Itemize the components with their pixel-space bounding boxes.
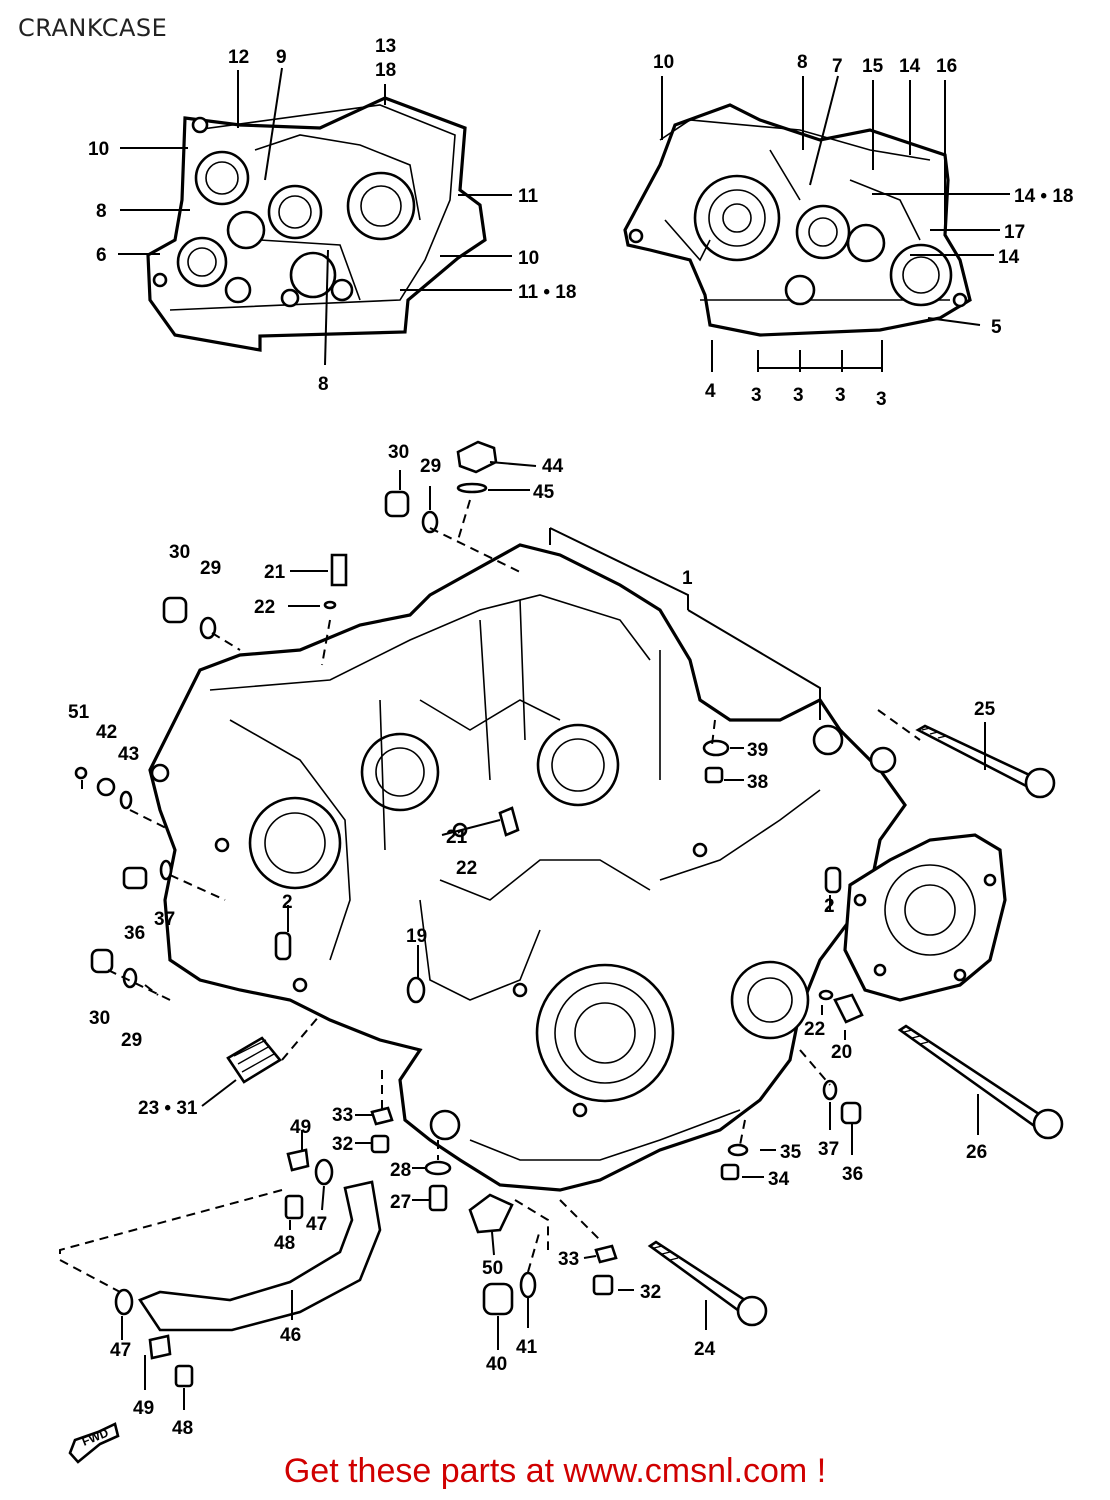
callout-label: 20 [831,1042,852,1063]
callout-label: 3 [751,385,762,406]
callout-label: 2 [824,896,835,917]
callout-label: 33 [558,1249,579,1270]
callout-label: 2 [282,892,293,913]
callout-label: 48 [172,1418,193,1439]
callout-label: 27 [390,1192,411,1213]
callout-label: 40 [486,1354,507,1375]
callout-label: 11 [518,186,539,207]
callout-label: 32 [332,1134,353,1155]
callout-label: 7 [832,56,843,77]
callout-label: 43 [118,744,139,765]
callout-label: 50 [482,1258,503,1279]
stud-bolt-26 [897,1024,1064,1140]
callout-label: 47 [110,1340,131,1361]
callout-label: 11 • 18 [518,282,576,303]
callout-label: 51 [68,702,90,723]
callout-label: 48 [274,1233,295,1254]
callout-label: 10 [518,248,539,269]
callout-label: 8 [96,201,107,222]
callout-label: 33 [332,1105,353,1126]
callout-label: 18 [375,60,396,81]
callout-label: 14 [899,56,921,77]
callout-label: 22 [254,597,275,618]
callout-label: 35 [780,1142,802,1163]
callout-label: 8 [318,374,329,395]
callout-label: 14 • 18 [1014,186,1073,207]
callout-labels: 12 9 13 18 10 8 6 11 10 11 • 18 8 10 8 7… [68,36,1073,1439]
callout-label: 1 [682,568,693,589]
callout-label: 12 [228,47,249,68]
callout-label: 4 [705,381,716,402]
callout-label: 42 [96,722,117,743]
stud-bolt-24 [647,1240,768,1327]
callout-label: 9 [276,47,287,68]
callout-label: 6 [96,245,107,266]
callout-label: 34 [768,1169,790,1190]
callout-label: 46 [280,1325,301,1346]
callout-label: 28 [390,1160,411,1181]
callout-label: 44 [542,456,564,477]
callout-label: 32 [640,1282,661,1303]
callout-label: 21 [264,562,286,583]
callout-label: 10 [653,52,674,73]
callout-label: 10 [88,139,109,160]
parts-link-banner[interactable]: Get these parts at www.cmsnl.com ! [283,1452,827,1490]
callout-label: 41 [516,1337,538,1358]
callout-label: 29 [200,558,221,579]
callout-label: 3 [835,385,846,406]
callout-label: 37 [154,909,175,930]
callout-label: 22 [456,858,477,879]
main-crankcase-assembly [148,543,1007,1192]
callout-label: 21 [446,827,468,848]
callout-label: 22 [804,1019,825,1040]
callout-label: 37 [818,1139,839,1160]
callout-label: 39 [747,740,768,761]
callout-label: 49 [133,1398,154,1419]
callout-label: 45 [533,482,555,503]
callout-label: 29 [121,1030,142,1051]
callout-label: 26 [966,1142,987,1163]
callout-label: 13 [375,36,396,57]
callout-label: 16 [936,56,957,77]
callout-label: 38 [747,772,768,793]
right-crankcase-half [623,103,972,337]
callout-label: 29 [420,456,441,477]
left-crankcase-half [146,96,487,352]
callout-label: 24 [694,1339,716,1360]
callout-label: 30 [388,442,409,463]
callout-label: 3 [876,389,887,410]
stud-bolt-25 [915,724,1056,799]
callout-label: 25 [974,699,996,720]
callout-label: 5 [991,317,1002,338]
callout-label: 30 [89,1008,110,1029]
callout-label: 17 [1004,222,1025,243]
page-title: CRANKCASE [18,14,168,42]
callout-label: 47 [306,1214,327,1235]
callout-label: 15 [862,56,884,77]
callout-label: 8 [797,52,808,73]
callout-label: 36 [124,923,145,944]
callout-label: 30 [169,542,190,563]
callout-label: 19 [406,926,427,947]
callout-label: 49 [290,1117,311,1138]
callout-label: 36 [842,1164,863,1185]
leader-lines [59,67,1010,1410]
small-parts: FWD [68,440,1064,1464]
callout-label: 23 • 31 [138,1098,198,1119]
callout-label: 3 [793,385,804,406]
callout-label: 14 [998,247,1020,268]
